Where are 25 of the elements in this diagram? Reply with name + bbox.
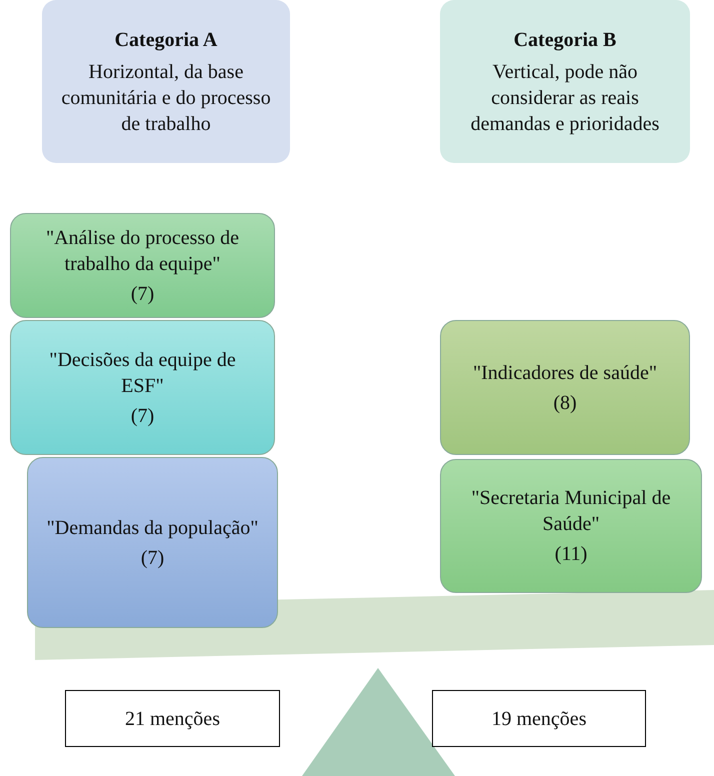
theme-box	[27, 457, 278, 628]
mention-count: (7)	[130, 404, 154, 428]
count-box	[432, 690, 646, 747]
category-title: Categoria B	[514, 28, 616, 52]
total-label: 21 menções	[125, 706, 220, 732]
mention-count: (11)	[554, 542, 588, 567]
mention-count: (7)	[130, 282, 154, 306]
category-description: Vertical, pode não considerar as reais demandas e prioridades	[470, 60, 660, 136]
theme-box	[10, 213, 275, 318]
theme-label: "Análise do processo de trabalho da equipe"	[44, 226, 240, 276]
category-title: Categoria A	[114, 28, 218, 52]
mention-count: (7)	[140, 546, 164, 570]
mention-count: (8)	[553, 390, 577, 416]
theme-box	[440, 459, 702, 593]
theme-box	[440, 320, 690, 455]
category-box	[440, 0, 690, 163]
total-label: 19 menções	[492, 706, 586, 732]
theme-label: "Decisões da equipe de ESF"	[48, 348, 237, 398]
theme-label: "Secretaria Municipal de Saúde"	[470, 486, 672, 537]
category-description: Horizontal, da base comunitária e do processo de trabalho	[60, 60, 272, 136]
count-box	[65, 690, 280, 747]
category-box	[42, 0, 290, 163]
theme-box	[10, 320, 275, 455]
theme-label: "Indicadores de saúde"	[472, 360, 658, 386]
theme-label: "Demandas da população"	[46, 516, 258, 540]
